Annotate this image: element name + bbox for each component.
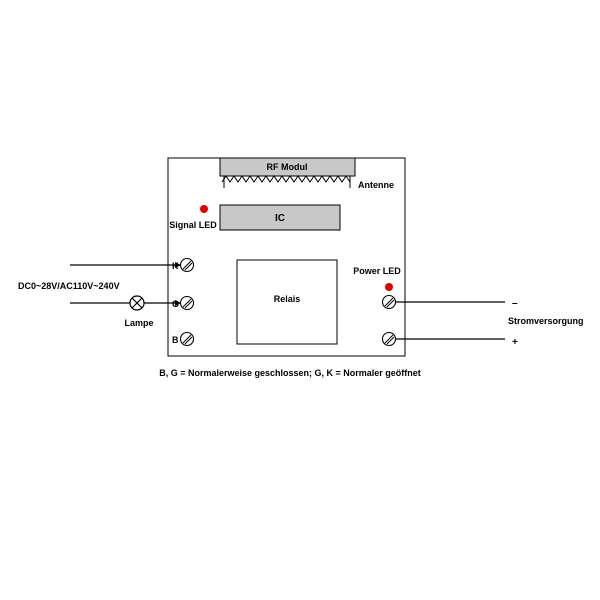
plus-label: + — [512, 337, 518, 348]
antenna-label: Antenne — [358, 180, 394, 190]
rf-module-label: RF Modul — [267, 162, 308, 172]
arrow-g — [175, 300, 181, 306]
relay-label: Relais — [274, 294, 301, 304]
terminal-power-minus — [381, 294, 397, 310]
terminal-g — [179, 295, 195, 311]
signal-led-label: Signal LED — [169, 220, 217, 230]
lamp-label: Lampe — [124, 318, 153, 328]
ic-chip: IC — [219, 204, 341, 231]
terminal-k — [179, 257, 195, 273]
signal-led — [200, 205, 208, 213]
power-led-label: Power LED — [353, 266, 401, 276]
power-supply-label: Stromversorgung — [508, 316, 584, 326]
power-led — [385, 283, 393, 291]
terminal-b — [179, 331, 195, 347]
terminal-b-label: B — [172, 335, 179, 345]
ic-label: IC — [275, 213, 285, 224]
lamp-icon — [129, 295, 145, 311]
contact-note: B, G = Normalerweise geschlossen; G, K =… — [159, 368, 421, 378]
rf-module: RF Modul — [219, 157, 356, 188]
arrow-k — [175, 262, 181, 268]
relay: Relais — [236, 259, 338, 345]
terminal-power-plus — [381, 331, 397, 347]
minus-label: – — [512, 298, 518, 309]
antenna-coil — [221, 175, 351, 183]
supply-voltage-label: DC0~28V/AC110V~240V — [18, 281, 120, 291]
